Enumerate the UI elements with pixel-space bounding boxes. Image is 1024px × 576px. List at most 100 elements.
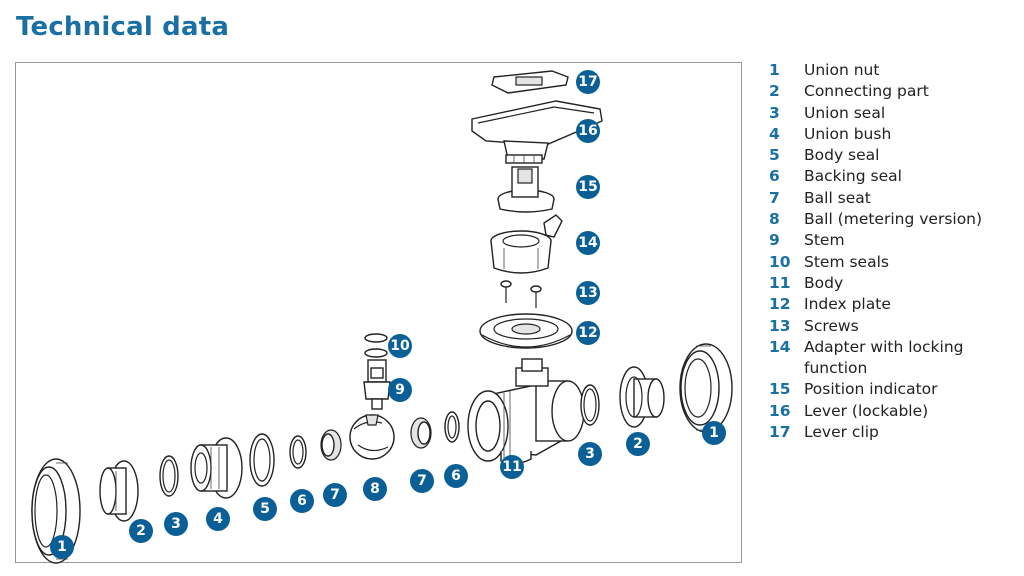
bubble-13: 13 xyxy=(576,281,600,305)
union-seal-right xyxy=(580,384,600,426)
legend-item: 11 Body xyxy=(769,273,1019,294)
bubble-label: 16 xyxy=(578,123,597,139)
bubble-label: 11 xyxy=(502,459,521,475)
bubble-9: 9 xyxy=(388,378,412,402)
legend-label: Union bush xyxy=(804,124,892,143)
legend-number: 1 xyxy=(769,61,780,79)
union-bush xyxy=(190,437,243,499)
bubble-8: 8 xyxy=(363,477,387,501)
legend-item: 14 Adapter with locking function xyxy=(769,337,1019,380)
bubble-7-left: 7 xyxy=(323,483,347,507)
bubble-5: 5 xyxy=(253,497,277,521)
legend-label: Backing seal xyxy=(804,167,902,186)
legend-number: 4 xyxy=(769,124,780,143)
legend-number: 5 xyxy=(769,146,780,165)
legend-number: 16 xyxy=(769,401,791,420)
legend-item: 12 Index plate xyxy=(769,294,1019,315)
legend-label: Lever (lockable) xyxy=(804,401,929,420)
bubble-label: 5 xyxy=(260,501,270,517)
legend-number: 17 xyxy=(769,423,791,442)
bubble-label: 2 xyxy=(136,523,146,539)
backing-seal-left xyxy=(289,435,307,469)
union-nut-right xyxy=(679,343,733,433)
lever-clip xyxy=(491,70,569,94)
union-nut-left xyxy=(31,458,81,564)
bubble-4: 4 xyxy=(206,507,230,531)
position-indicator xyxy=(497,166,555,213)
bubble-label: 6 xyxy=(297,493,307,509)
exploded-view-svg: 1 2 3 4 5 6 7 8 7 6 9 10 11 12 13 14 15 … xyxy=(31,70,733,564)
bubble-1-left: 1 xyxy=(50,535,74,559)
backing-seal-right xyxy=(444,411,460,443)
bubble-label: 10 xyxy=(390,338,410,354)
legend-label: Stem seals xyxy=(804,252,889,271)
legend-number: 9 xyxy=(769,231,780,250)
legend-item: 10 Stem seals xyxy=(769,252,1019,273)
bubble-2-right: 2 xyxy=(626,432,650,456)
ball xyxy=(349,414,395,460)
bubble-label: 1 xyxy=(709,425,719,441)
legend-number: 3 xyxy=(769,103,780,122)
lever xyxy=(471,100,603,164)
legend-number: 15 xyxy=(769,380,791,399)
legend-label: Union seal xyxy=(804,103,886,122)
bubble-label: 3 xyxy=(171,516,181,532)
bubble-label: 7 xyxy=(330,487,340,503)
legend-label: Connecting part xyxy=(804,82,929,101)
legend-label: Body seal xyxy=(804,146,880,165)
legend-number: 2 xyxy=(769,82,780,101)
bubble-label: 13 xyxy=(578,285,597,301)
bubble-label: 14 xyxy=(578,235,598,251)
legend-number: 8 xyxy=(769,210,780,229)
legend-label: Ball (metering version) xyxy=(804,210,983,229)
legend-label: Body xyxy=(804,273,844,292)
legend-item: 17 Lever clip xyxy=(769,422,1019,443)
bubble-17: 17 xyxy=(576,70,600,94)
stem xyxy=(363,359,391,410)
legend-label: Stem xyxy=(804,231,845,250)
bubble-2-left: 2 xyxy=(129,519,153,543)
legend-number: 6 xyxy=(769,167,780,186)
legend-number: 12 xyxy=(769,295,791,314)
ball-seat-right xyxy=(410,417,432,449)
legend-item: 9 Stem xyxy=(769,230,1019,251)
legend-item: 4 Union bush xyxy=(769,124,1019,145)
legend-number: 14 xyxy=(769,337,791,356)
legend-label: Lever clip xyxy=(804,423,879,442)
exploded-view-diagram: 1 2 3 4 5 6 7 8 7 6 9 10 11 12 13 14 15 … xyxy=(15,62,742,564)
bubble-label: 8 xyxy=(370,481,380,497)
ball-seat-left xyxy=(320,429,342,461)
bubble-10: 10 xyxy=(388,334,412,358)
legend-label: Union nut xyxy=(804,61,880,79)
legend-label: Adapter with locking function xyxy=(804,337,964,378)
legend-number: 11 xyxy=(769,273,791,292)
bubble-12: 12 xyxy=(576,321,600,345)
bubble-label: 1 xyxy=(57,539,67,555)
bubble-15: 15 xyxy=(576,175,600,199)
legend-label: Ball seat xyxy=(804,188,871,207)
bubble-label: 6 xyxy=(451,468,461,484)
bubble-label: 12 xyxy=(578,325,597,341)
legend-number: 13 xyxy=(769,316,791,335)
stem-seals xyxy=(364,333,388,358)
connecting-part-right xyxy=(619,366,665,428)
valve-body xyxy=(467,358,585,465)
bubble-label: 4 xyxy=(213,511,223,527)
legend-item: 16 Lever (lockable) xyxy=(769,401,1019,422)
bubble-6-right: 6 xyxy=(444,464,468,488)
bubble-11: 11 xyxy=(500,455,524,479)
bubble-3-right: 3 xyxy=(578,442,602,466)
legend-item: 5 Body seal xyxy=(769,145,1019,166)
legend-number: 7 xyxy=(769,188,780,207)
bubble-label: 7 xyxy=(417,473,427,489)
connecting-part-left xyxy=(99,460,139,522)
page-title: Technical data xyxy=(16,12,230,42)
legend-number: 10 xyxy=(769,252,791,271)
adapter xyxy=(490,214,563,274)
bubble-14: 14 xyxy=(576,231,600,255)
bubble-label: 15 xyxy=(578,179,597,195)
legend-label: Index plate xyxy=(804,295,891,314)
index-plate xyxy=(479,313,573,349)
